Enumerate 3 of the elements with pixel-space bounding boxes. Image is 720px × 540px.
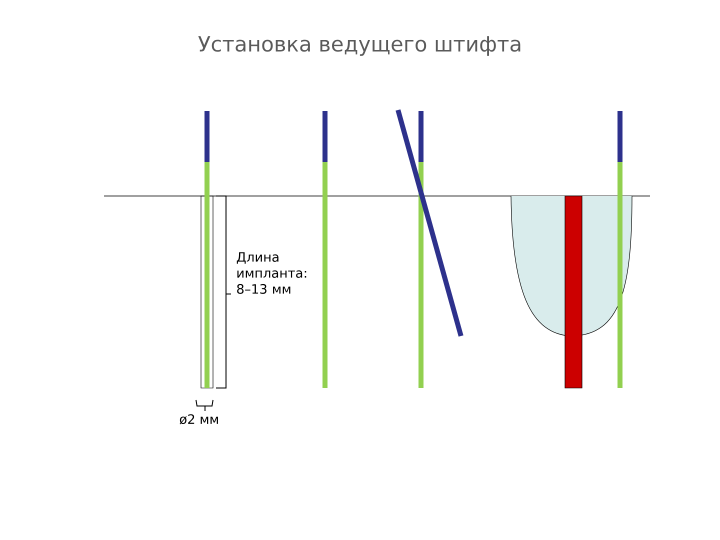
dimension-label: ø2 мм [180,414,218,424]
title: Установка ведущего штифта [198,36,520,56]
dimension-label: Длина импланта: 8–13 мм [236,252,306,294]
